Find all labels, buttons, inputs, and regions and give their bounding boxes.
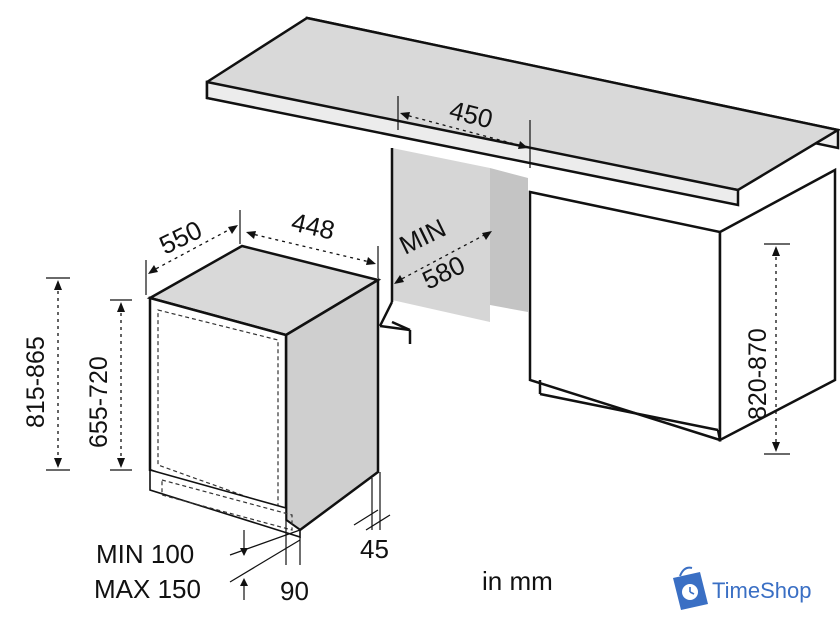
plinth-depth-label: 90 [280,576,309,606]
dim-plinth: MIN 100 MAX 150 90 45 [94,472,391,606]
dim-total-height: 815-865 [22,277,70,471]
worktop [205,16,840,207]
plinth-max-label: MAX 150 [94,574,201,604]
units-label: in mm [482,566,553,596]
plinth-min-label: MIN 100 [96,539,194,569]
appliance-width-label: 448 [289,207,338,246]
brand-watermark: TimeShop [673,566,811,610]
appliance-depth-label: 550 [154,214,206,260]
dim-niche-height: 820-870 [744,243,790,455]
dishwasher-unit [146,244,382,539]
niche-recess [378,148,528,344]
brand-name: TimeShop [712,578,811,603]
right-cabinet [528,167,837,443]
total-height-label: 815-865 [22,336,50,428]
plinth-gap-label: 45 [360,534,389,564]
shopping-bag-clock-icon [673,566,708,610]
door-height-label: 655-720 [85,356,113,448]
niche-height-label: 820-870 [744,328,772,420]
dim-door-height: 655-720 [85,299,132,471]
